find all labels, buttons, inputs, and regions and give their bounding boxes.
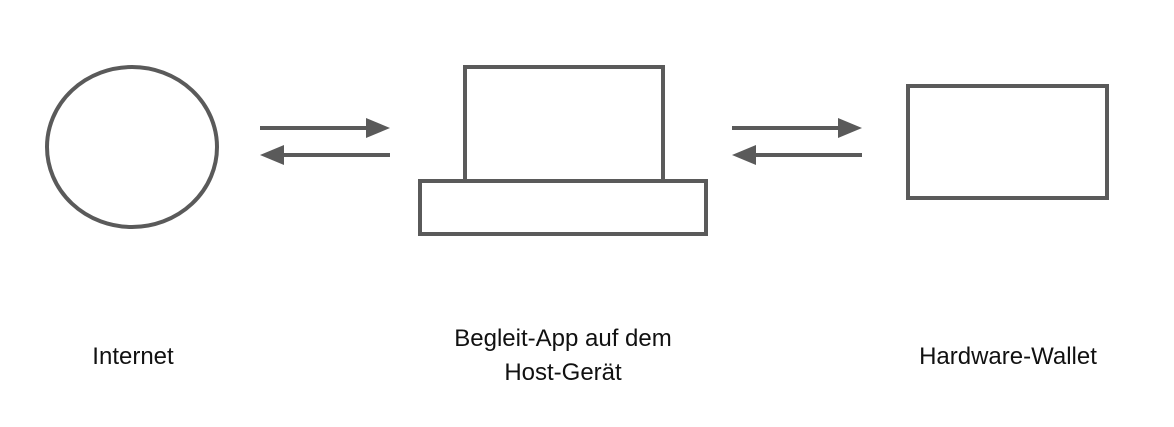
- arrowhead-right: [838, 118, 862, 138]
- companion-app-laptop-icon: [418, 65, 708, 236]
- app-wallet-arrows: [732, 118, 862, 165]
- hardware-wallet-node-rect: [906, 84, 1109, 200]
- laptop-screen: [463, 65, 665, 183]
- arrowhead-left: [732, 145, 756, 165]
- internet-label: Internet: [92, 343, 174, 370]
- internet-app-arrows: [260, 118, 390, 165]
- internet-node-circle: [45, 65, 219, 229]
- arrowhead-right: [366, 118, 390, 138]
- laptop-base: [418, 179, 708, 236]
- arrowhead-left: [260, 145, 284, 165]
- companion-app-label: Begleit-App auf dem Host-Gerät: [413, 322, 713, 390]
- companion-app-label-line1: Begleit-App auf dem: [454, 325, 672, 352]
- companion-app-label-line2: Host-Gerät: [504, 359, 622, 386]
- hardware-wallet-label: Hardware-Wallet: [919, 343, 1097, 370]
